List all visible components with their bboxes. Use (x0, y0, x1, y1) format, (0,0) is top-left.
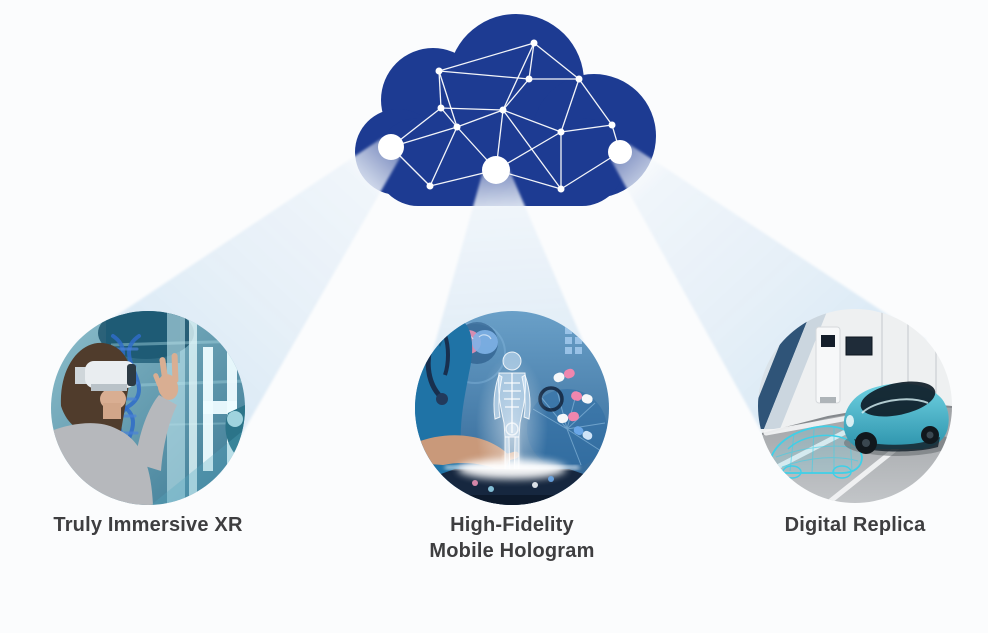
raised-hand (153, 353, 179, 400)
vr-headset-icon (85, 361, 135, 388)
cloud-emitter-ports (378, 134, 632, 184)
caption-digital-replica: Digital Replica (705, 512, 988, 538)
photo-high-fidelity-mobile-hologram (415, 311, 609, 505)
photo-digital-replica (758, 309, 952, 503)
wall-screen (845, 336, 873, 356)
caption-line: Truly Immersive XR (53, 514, 243, 536)
hologram-car-wireframe (769, 425, 863, 479)
caption-truly-immersive-xr: Truly Immersive XR (0, 512, 298, 538)
real-car (843, 381, 952, 456)
caption-line: Mobile Hologram (429, 540, 595, 562)
glass-panels (167, 311, 237, 505)
pill-capsule-icons (553, 368, 593, 440)
raised-arm (135, 395, 177, 471)
car-headlight (846, 415, 854, 427)
caption-line: High-Fidelity (450, 514, 574, 536)
photo-truly-immersive-xr (51, 311, 245, 505)
network-links (390, 42, 621, 190)
network-nodes (426, 39, 616, 193)
caption-high-fidelity-mobile-hologram: High-Fidelity Mobile Hologram (362, 512, 662, 564)
caption-line: Digital Replica (784, 514, 926, 536)
charging-station (815, 326, 841, 404)
